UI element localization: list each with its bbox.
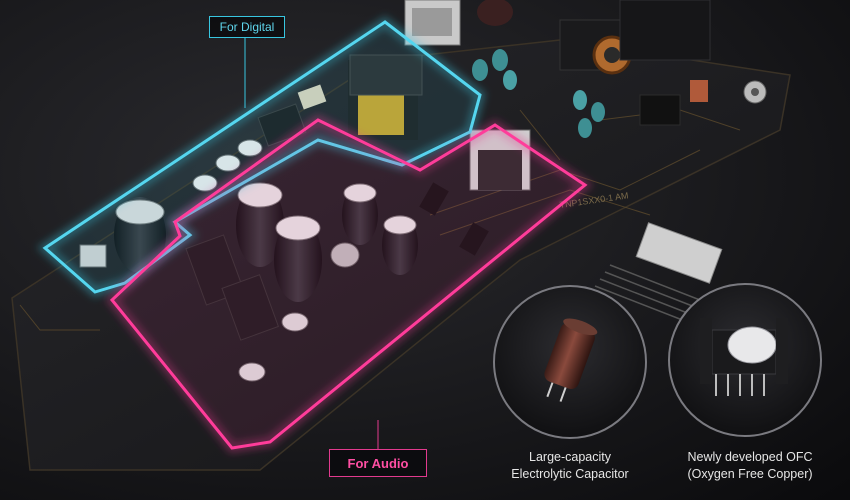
callout-circle-transformer — [668, 283, 822, 437]
caption-line: (Oxygen Free Copper) — [687, 467, 813, 481]
callout-caption-transformer: Newly developed OFC (Oxygen Free Copper) — [660, 449, 840, 483]
audio-zone-label-text: For Audio — [347, 455, 409, 471]
board-connector — [635, 222, 723, 284]
ribbon-lines — [594, 264, 701, 322]
small-capacitors-teal — [472, 49, 605, 138]
audio-zone-label: For Audio — [329, 449, 427, 477]
top-capacitor — [477, 0, 513, 26]
capacitor-icon — [544, 318, 598, 402]
caption-line: Newly developed OFC — [687, 450, 813, 464]
caption-line: Large-capacity — [529, 450, 611, 464]
audio-zone-outline — [105, 114, 594, 454]
digital-zone-label-text: For Digital — [219, 20, 275, 34]
digital-zone-label: For Digital — [209, 16, 285, 38]
callout-circle-capacitor — [493, 285, 647, 439]
callout-caption-capacitor: Large-capacity Electrolytic Capacitor — [495, 449, 645, 483]
transformer-icon — [700, 318, 788, 396]
caption-line: Electrolytic Capacitor — [511, 467, 629, 481]
